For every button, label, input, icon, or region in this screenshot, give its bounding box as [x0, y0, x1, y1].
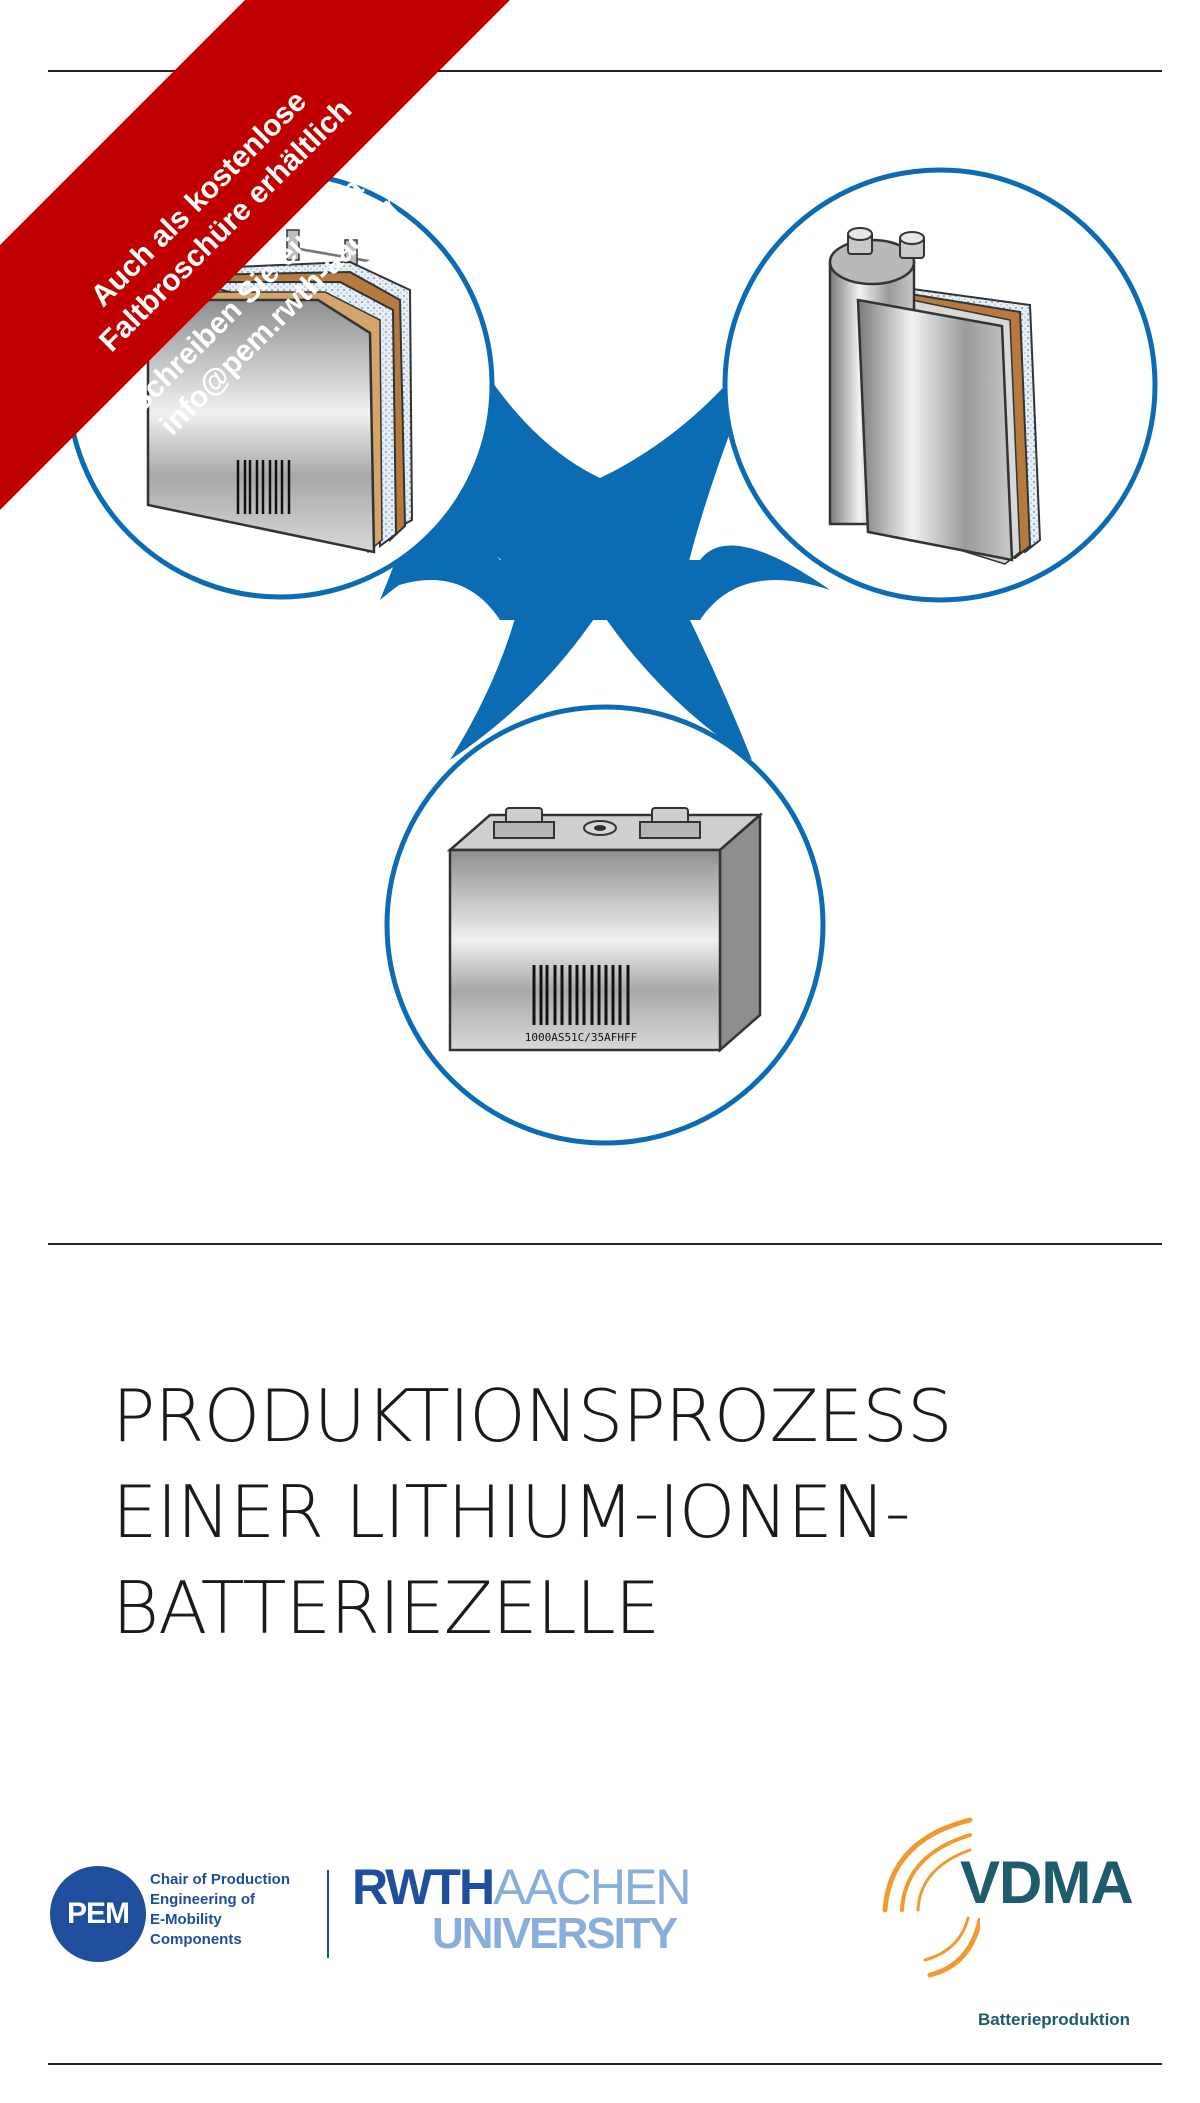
- prismatic-cell-icon: 1000AS51C/35AFHFF: [446, 807, 764, 1053]
- cylindrical-cell-icon: [828, 227, 1042, 565]
- title-line-3: BATTERIEZELLE: [112, 1566, 660, 1650]
- logo-separator: [327, 1870, 329, 1958]
- barcode-icon: [532, 965, 630, 1025]
- pem-chair-name: Chair of Production Engineering of E-Mob…: [150, 1871, 290, 1948]
- rwth-logo: RWTHAACHEN UNIVERSITY: [352, 1859, 691, 1958]
- battery-cell-illustration: 1000AS51C/35AFHFF Auch als kostenlose Fa…: [0, 0, 1158, 1146]
- page-title: PRODUKTIONSPROZESS EINER LITHIUM-IONEN- …: [112, 1368, 953, 1656]
- title-line-2: EINER LITHIUM-IONEN-: [112, 1470, 911, 1554]
- top-rule: [48, 70, 1162, 72]
- title-line-1: PRODUKTIONSPROZESS: [112, 1374, 953, 1458]
- pouch-cell-icon: [146, 229, 414, 554]
- vdma-logo: VDMA: [960, 1849, 1134, 1916]
- middle-rule: [48, 1243, 1162, 1245]
- barcode-icon: [236, 460, 291, 514]
- barcode-number: 1000AS51C/35AFHFF: [525, 1031, 638, 1044]
- vdma-subtitle: Batterieproduktion: [978, 2010, 1131, 2029]
- bottom-rule: [48, 2063, 1162, 2065]
- pem-logo: PEM: [50, 1866, 146, 1962]
- vdma-arcs-icon: [882, 1817, 980, 1978]
